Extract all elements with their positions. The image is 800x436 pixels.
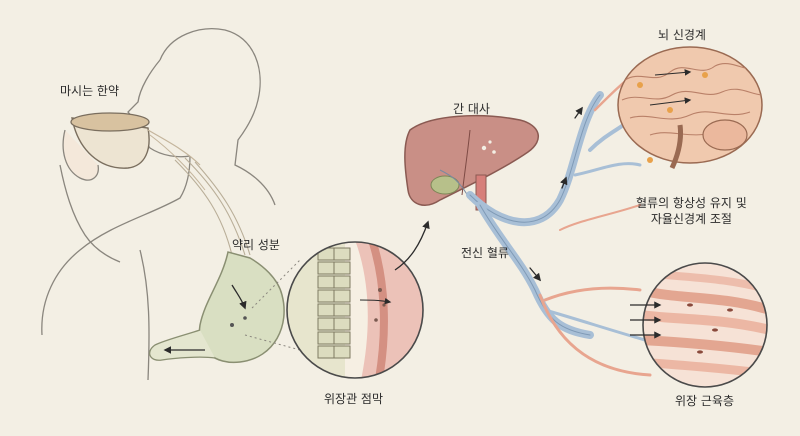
label-drug-components: 약리 성분 [232, 238, 280, 252]
label-homeostasis-line1: 혈류의 항상성 유지 및 [636, 196, 747, 210]
muscle-zoom [630, 262, 768, 388]
blood-vessels [466, 68, 652, 377]
hand-and-cup [62, 112, 206, 191]
label-herbal-tea: 마시는 한약 [60, 84, 120, 98]
human-figure-outline [41, 28, 276, 381]
label-gi-mucosa: 위장관 점막 [324, 392, 384, 406]
liver [404, 114, 539, 211]
label-liver-metabolism: 간 대사 [453, 102, 490, 116]
label-gi-muscle: 위장 근육층 [675, 394, 735, 408]
stomach [149, 251, 285, 364]
esophagus [174, 157, 251, 256]
zoom-connector-lines [244, 259, 301, 351]
gi-mucosa-zoom [286, 220, 430, 379]
brain [617, 46, 763, 170]
label-homeostasis-line2: 자율신경계 조절 [650, 212, 732, 226]
label-systemic-circulation: 전신 혈류 [461, 246, 509, 260]
label-homeostasis: 혈류의 항상성 유지 및 자율신경계 조절 [636, 195, 747, 227]
label-brain-nervous: 뇌 신경계 [658, 28, 706, 42]
